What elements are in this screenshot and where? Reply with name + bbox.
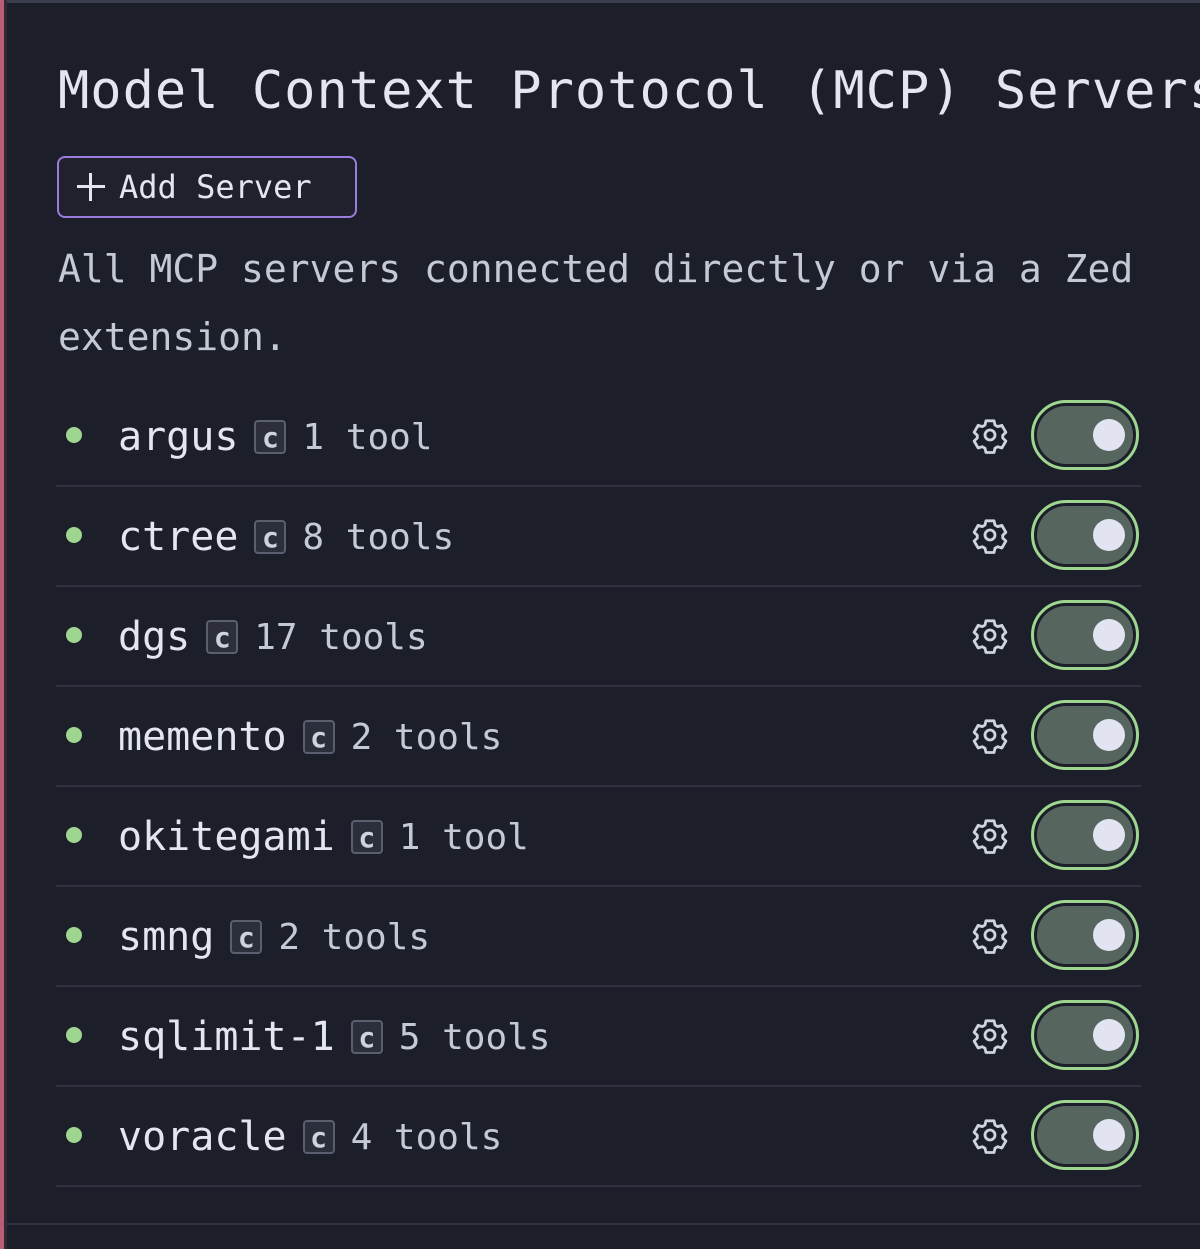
tool-count: 4 tools <box>350 1116 503 1158</box>
mcp-servers-panel: Model Context Protocol (MCP) Servers Add… <box>7 3 1200 1249</box>
tool-count: 1 tool <box>302 416 433 458</box>
gear-icon[interactable] <box>970 815 1010 855</box>
toggle-knob <box>1093 619 1125 651</box>
add-server-button[interactable]: Add Server <box>57 156 357 218</box>
status-dot-icon <box>66 627 82 643</box>
source-badge: c <box>206 620 239 654</box>
panel-description: All MCP servers connected directly or vi… <box>58 247 1134 359</box>
source-badge: c <box>302 720 335 754</box>
server-list: argus c 1 tool ctree c 8 tools dgs c 17 … <box>56 387 1141 1187</box>
source-badge: c <box>254 420 287 454</box>
server-name: sqlimit-1 <box>118 1014 335 1060</box>
source-badge: c <box>350 1020 383 1054</box>
gear-icon[interactable] <box>970 1115 1010 1155</box>
toggle-knob <box>1093 1119 1125 1151</box>
panel-bottom-border <box>7 1223 1200 1225</box>
server-enabled-toggle[interactable] <box>1031 500 1139 570</box>
server-enabled-toggle[interactable] <box>1031 900 1139 970</box>
server-row: argus c 1 tool <box>56 387 1141 487</box>
server-enabled-toggle[interactable] <box>1031 800 1139 870</box>
server-row: ctree c 8 tools <box>56 487 1141 587</box>
server-row: voracle c 4 tools <box>56 1087 1141 1187</box>
status-dot-icon <box>66 1027 82 1043</box>
server-name: ctree <box>118 514 239 560</box>
server-name: dgs <box>118 614 191 660</box>
plus-icon <box>77 173 105 201</box>
server-name: memento <box>118 714 287 760</box>
status-dot-icon <box>66 527 82 543</box>
source-badge: c <box>230 920 263 954</box>
gear-icon[interactable] <box>970 915 1010 955</box>
status-dot-icon <box>66 1127 82 1143</box>
panel-title: Model Context Protocol (MCP) Servers <box>58 61 1200 121</box>
server-row: okitegami c 1 tool <box>56 787 1141 887</box>
gear-icon[interactable] <box>970 515 1010 555</box>
server-row: dgs c 17 tools <box>56 587 1141 687</box>
toggle-knob <box>1093 919 1125 951</box>
tool-count: 5 tools <box>398 1016 551 1058</box>
server-row: sqlimit-1 c 5 tools <box>56 987 1141 1087</box>
server-enabled-toggle[interactable] <box>1031 600 1139 670</box>
source-badge: c <box>302 1120 335 1154</box>
server-enabled-toggle[interactable] <box>1031 1100 1139 1170</box>
toggle-knob <box>1093 719 1125 751</box>
server-info: okitegami c 1 tool <box>118 809 529 865</box>
source-badge: c <box>254 520 287 554</box>
tool-count: 1 tool <box>398 816 529 858</box>
server-info: ctree c 8 tools <box>118 509 454 565</box>
server-info: dgs c 17 tools <box>118 609 428 665</box>
server-enabled-toggle[interactable] <box>1031 700 1139 770</box>
tool-count: 17 tools <box>254 616 428 658</box>
gear-icon[interactable] <box>970 715 1010 755</box>
server-info: argus c 1 tool <box>118 409 432 465</box>
server-name: okitegami <box>118 814 335 860</box>
toggle-knob <box>1093 419 1125 451</box>
tool-count: 8 tools <box>302 516 455 558</box>
status-dot-icon <box>66 927 82 943</box>
server-enabled-toggle[interactable] <box>1031 1000 1139 1070</box>
gear-icon[interactable] <box>970 415 1010 455</box>
server-name: argus <box>118 414 239 460</box>
add-server-label: Add Server <box>119 168 312 206</box>
server-info: memento c 2 tools <box>118 709 502 765</box>
status-dot-icon <box>66 827 82 843</box>
toggle-knob <box>1093 519 1125 551</box>
server-enabled-toggle[interactable] <box>1031 400 1139 470</box>
server-info: voracle c 4 tools <box>118 1109 502 1165</box>
tool-count: 2 tools <box>278 916 431 958</box>
server-name: voracle <box>118 1114 287 1160</box>
server-info: smng c 2 tools <box>118 909 430 965</box>
status-dot-icon <box>66 427 82 443</box>
server-info: sqlimit-1 c 5 tools <box>118 1009 550 1065</box>
panel-top-border <box>7 0 1200 3</box>
server-row: smng c 2 tools <box>56 887 1141 987</box>
toggle-knob <box>1093 1019 1125 1051</box>
gear-icon[interactable] <box>970 615 1010 655</box>
server-row: memento c 2 tools <box>56 687 1141 787</box>
server-name: smng <box>118 914 215 960</box>
status-dot-icon <box>66 727 82 743</box>
toggle-knob <box>1093 819 1125 851</box>
window-left-edge <box>0 0 7 1249</box>
gear-icon[interactable] <box>970 1015 1010 1055</box>
source-badge: c <box>350 820 383 854</box>
tool-count: 2 tools <box>350 716 503 758</box>
